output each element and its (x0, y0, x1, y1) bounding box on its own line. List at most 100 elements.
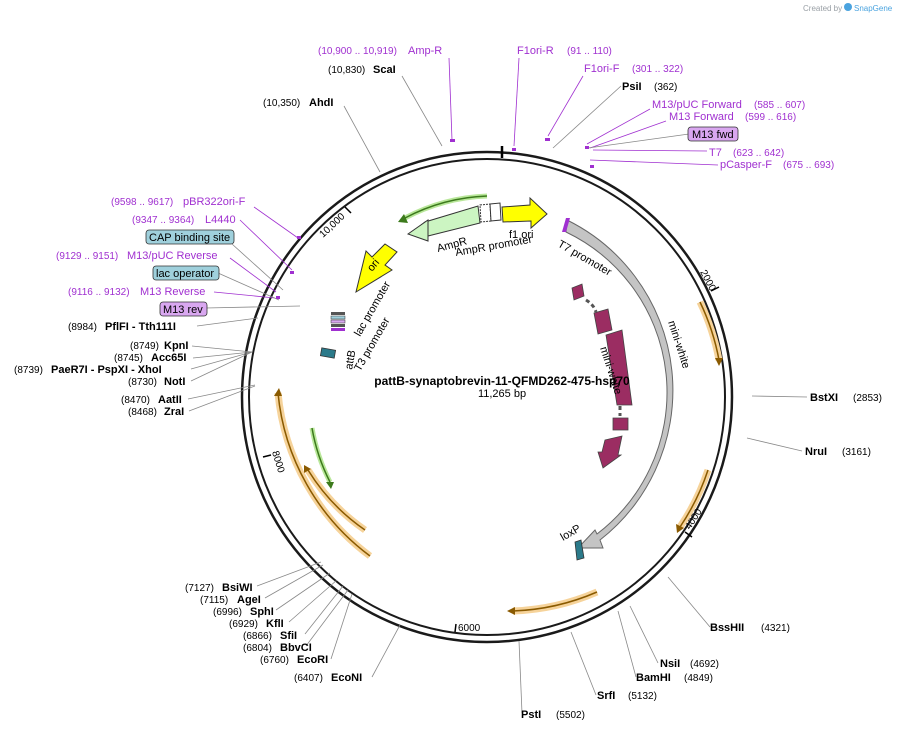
box-cap-site (145, 229, 235, 245)
site-name-ahdi: AhdI (309, 97, 333, 109)
site-pos-sfii: (6866) (243, 631, 272, 642)
site-name-kfli: KflI (266, 618, 284, 630)
site-pos-nsii: (4692) (690, 659, 719, 670)
site-name-scai: ScaI (373, 64, 396, 76)
primer-name-m13puc-fwd: M13/pUC Forward (652, 99, 742, 111)
mini-white-inner-arrow (571, 283, 633, 469)
mini-white-intron-1 (585, 298, 598, 313)
box-leader-lines (205, 133, 690, 309)
tick-label-8000: 8000 (269, 450, 286, 475)
primer-pos-pcasper-f: (675 .. 693) (783, 160, 834, 171)
plasmid-name: pattB-synaptobrevin-11-QFMD262-475-hsp70 (374, 374, 630, 388)
site-pos-bsiwi: (7127) (185, 583, 214, 594)
site-pos-zrai: (8468) (128, 407, 157, 418)
credit-brand: SnapGene (854, 4, 893, 13)
site-name-bbvci: BbvCI (280, 642, 312, 654)
site-name-sphi: SphI (250, 606, 274, 618)
primer-pos-f1ori-f: (301 .. 322) (632, 64, 683, 75)
backbone-outer (240, 150, 734, 644)
primer-name-m13puc-rev: M13/pUC Reverse (127, 250, 217, 262)
primer-pos-f1ori-r: (91 .. 110) (567, 46, 612, 57)
primer-marks (276, 138, 594, 299)
plasmid-length: 11,265 bp (478, 388, 526, 400)
site-pos-econi: (6407) (294, 673, 323, 684)
site-name-bsiwi: BsiWI (222, 582, 253, 594)
primer-name-m13-fwd: M13 Forward (669, 111, 734, 123)
orf-arcs (274, 300, 723, 615)
f1-ori-arrow (501, 196, 548, 230)
ampr-arrowhead (406, 219, 429, 242)
box-m13-fwd (687, 126, 739, 142)
primer-name-pcasper-f: pCasper-F (720, 159, 772, 171)
site-pos-acc65i: (8745) (114, 353, 143, 364)
site-pos-noti: (8730) (128, 377, 157, 388)
primer-cluster-marker (562, 218, 570, 232)
site-pos-bstxi: (2853) (853, 393, 882, 404)
attb-marker (319, 347, 337, 359)
site-pos-agei: (7115) (200, 595, 228, 606)
site-name-bstxi: BstXI (810, 392, 838, 404)
site-name-psii: PsiI (622, 81, 642, 93)
tick-label-6000: 6000 (458, 623, 481, 634)
site-pos-aatii: (8470) (121, 395, 150, 406)
feature-label-f1-ori: f1 ori (509, 229, 533, 241)
site-pos-sphi: (6996) (213, 607, 242, 618)
boxed-feature-labels: M13 fwd CAP binding site lac operator M1… (145, 126, 739, 317)
primer-pos-pbr322ori-f: (9598 .. 9617) (111, 197, 173, 208)
site-name-agei: AgeI (237, 594, 261, 606)
site-name-econi: EcoNI (331, 672, 362, 684)
credit-text: Created by (803, 4, 842, 13)
ampr-orf-arc-core (404, 195, 488, 219)
site-pos-bsshii: (4321) (761, 623, 790, 634)
box-lac-operator (152, 265, 220, 281)
site-pos-psii: (362) (654, 82, 677, 93)
box-label-m13-fwd: M13 fwd (692, 129, 734, 141)
primer-pos-m13-fwd: (599 .. 616) (745, 112, 796, 123)
site-pos-ecori: (6760) (260, 655, 289, 666)
primer-name-pbr322ori-f: pBR322ori-F (183, 196, 246, 208)
primer-name-t7: T7 (709, 147, 722, 159)
site-name-psti: PstI (521, 709, 541, 721)
box-label-cap-site: CAP binding site (149, 232, 230, 244)
primer-name-f1ori-f: F1ori-F (584, 63, 620, 75)
tick-marks (262, 206, 720, 633)
site-pos-kfli: (6929) (229, 619, 258, 630)
ampr-orf-arrowhead (398, 214, 408, 223)
site-name-noti: NotI (164, 376, 185, 388)
box-label-lac-operator: lac operator (156, 268, 214, 280)
site-name-bamhi: BamHI (636, 672, 671, 684)
restriction-site-labels: (10,830) ScaI (10,350) AhdI PsiI (362) (… (14, 64, 882, 721)
box-label-m13-rev: M13 rev (163, 304, 203, 316)
primer-pos-t7: (623 .. 642) (733, 148, 784, 159)
site-name-sfii: SfiI (280, 630, 297, 642)
ori-arrow (355, 243, 398, 294)
backbone-inner (248, 158, 726, 636)
primer-name-m13-rev: M13 Reverse (140, 286, 205, 298)
site-pos-pflfi: (8984) (68, 322, 97, 333)
site-pos-srfi: (5132) (628, 691, 657, 702)
site-name-srfi: SrfI (597, 690, 615, 702)
site-name-aatii: AatII (158, 394, 182, 406)
site-name-paer7i: PaeR7I - PspXI - XhoI (51, 364, 162, 376)
site-pos-ahdi: (10,350) (263, 98, 300, 109)
site-name-nsii: NsiI (660, 658, 680, 670)
site-name-bsshii: BssHII (710, 622, 744, 634)
primer-name-amp-r: Amp-R (408, 45, 442, 57)
primer-pos-m13-rev: (9116 .. 9132) (68, 287, 130, 298)
primer-pos-l4440: (9347 .. 9364) (132, 215, 194, 226)
site-pos-paer7i: (8739) (14, 365, 43, 376)
site-name-ecori: EcoRI (297, 654, 328, 666)
box-m13-rev (159, 301, 208, 317)
loxp-marker (574, 539, 585, 561)
site-pos-psti: (5502) (556, 710, 585, 721)
site-pos-bamhi: (4849) (684, 673, 713, 684)
feature-label-attb: attB (343, 349, 358, 370)
site-pos-scai: (10,830) (328, 65, 365, 76)
site-name-pflfi: PflFI - Tth111I (105, 321, 176, 333)
leader-lines (187, 75, 808, 714)
ampr-promoter-block-2 (489, 202, 502, 222)
site-pos-nrui: (3161) (842, 447, 871, 458)
ampr-promoter-block (479, 203, 492, 223)
site-name-nrui: NruI (805, 446, 827, 458)
